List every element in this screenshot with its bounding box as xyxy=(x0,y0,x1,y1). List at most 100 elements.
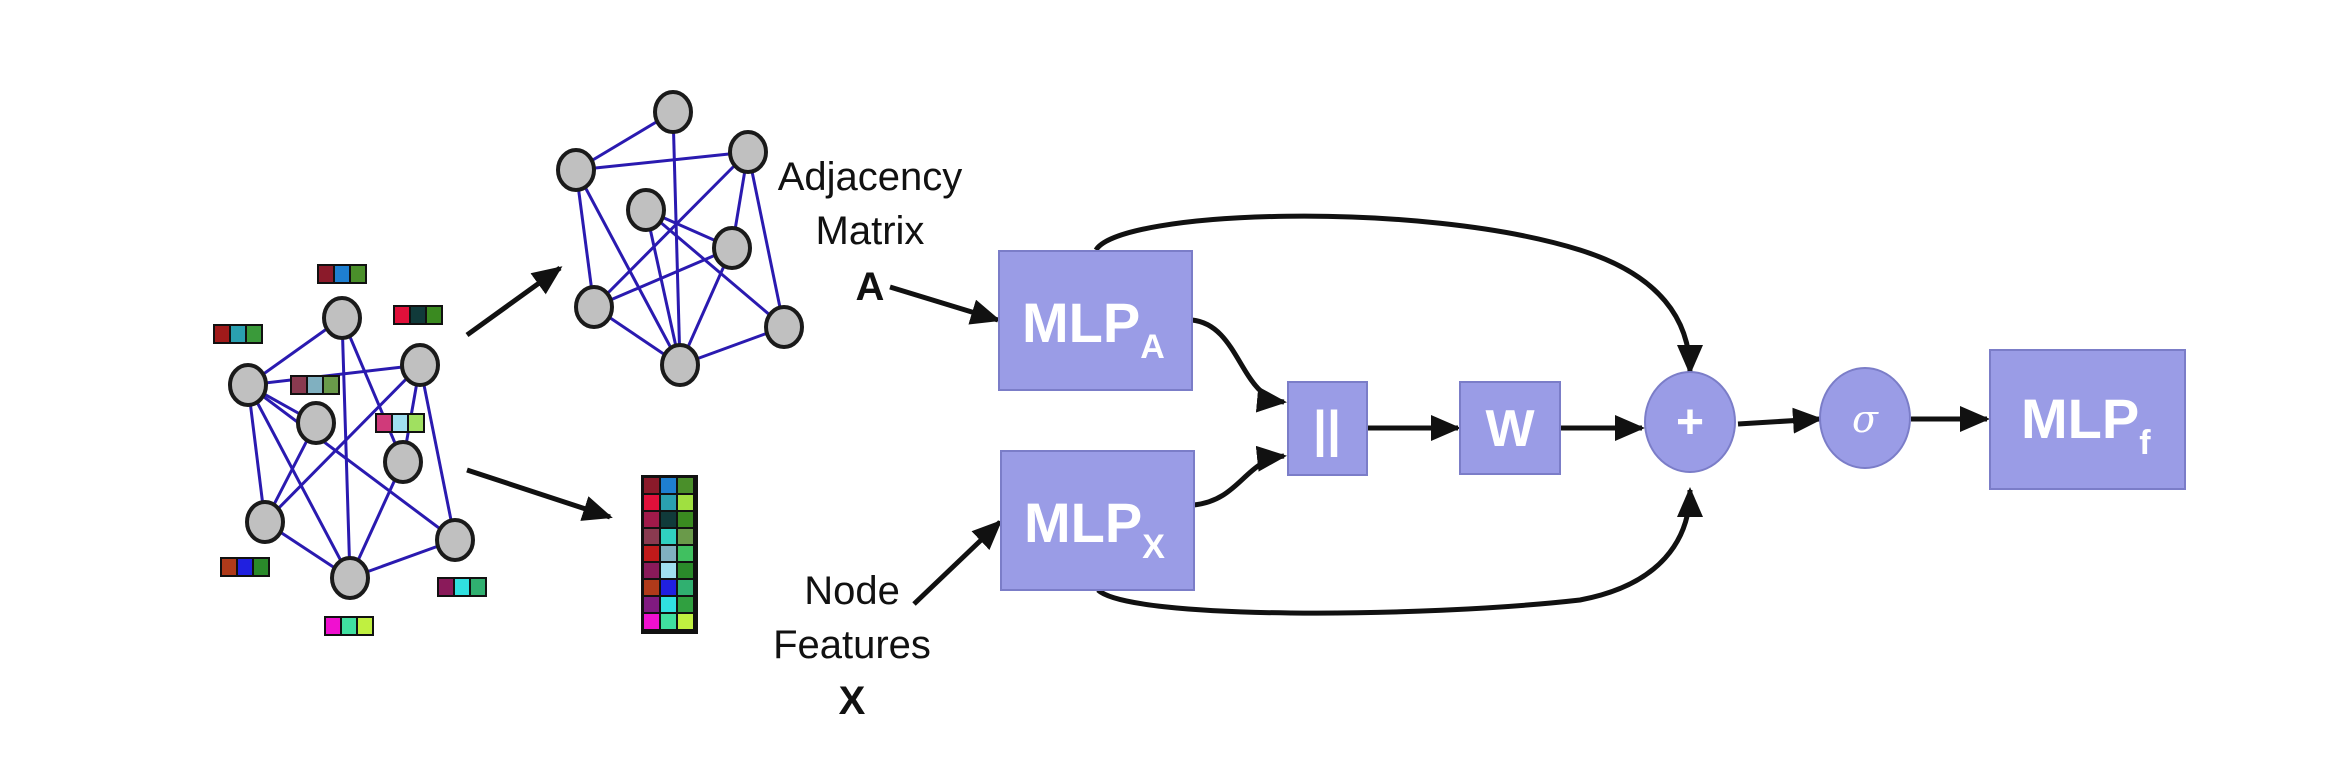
graph-node xyxy=(653,90,693,134)
mlp-x-block: MLPX xyxy=(1000,450,1195,591)
feature-matrix-cell xyxy=(644,580,659,595)
feature-cell xyxy=(409,305,427,325)
arrow-mlp-a-to-concat xyxy=(1191,317,1287,413)
graph-edge xyxy=(574,169,596,308)
graph-edge xyxy=(340,317,352,579)
adjacency-label-line2: Matrix xyxy=(816,209,925,253)
feature-cell xyxy=(236,557,254,577)
node-feature-vectors xyxy=(213,264,487,636)
feature-vector xyxy=(324,616,374,636)
feature-matrix-cell xyxy=(678,563,693,578)
feature-matrix-cell xyxy=(644,478,659,493)
feature-cell xyxy=(324,616,342,636)
feature-cell xyxy=(469,577,487,597)
arrow-features-to-mlp-x xyxy=(912,519,1003,606)
input-graph xyxy=(213,264,487,636)
weight-block: W xyxy=(1459,381,1561,475)
svg-text:MLPA: MLPA xyxy=(1022,291,1165,366)
graph-edge xyxy=(644,209,682,366)
feature-matrix-cell xyxy=(661,563,676,578)
svg-text:MLPX: MLPX xyxy=(1024,491,1165,566)
feature-cell xyxy=(356,616,374,636)
graph-edge xyxy=(247,383,456,542)
features-label-line1: Node xyxy=(804,569,900,613)
feature-matrix-cell xyxy=(644,563,659,578)
skip-arrow-mlp-a-to-sum xyxy=(1093,213,1703,375)
graph-node xyxy=(764,305,804,349)
feature-vector xyxy=(375,413,425,433)
graph-node xyxy=(245,500,285,544)
graph-edge xyxy=(418,364,457,541)
features-label-line2: Features xyxy=(773,623,931,667)
feature-matrix-cell xyxy=(678,580,693,595)
feature-vector xyxy=(437,577,487,597)
arrow-to-features xyxy=(466,467,613,521)
feature-matrix-cell xyxy=(661,529,676,544)
sigma-node: σ xyxy=(1819,367,1911,469)
feature-vector xyxy=(220,557,270,577)
feature-cell xyxy=(340,616,358,636)
weight-label: W xyxy=(1485,400,1535,458)
graph-node xyxy=(712,226,752,270)
graph-edge xyxy=(340,317,405,463)
feature-matrix-cell xyxy=(661,614,676,629)
feature-cell xyxy=(322,375,340,395)
adjacency-graph-nodes xyxy=(556,90,804,387)
feature-cell xyxy=(393,305,411,325)
feature-matrix-cell xyxy=(644,529,659,544)
graph-edge xyxy=(645,208,785,329)
feature-cell xyxy=(317,264,335,284)
graph-node xyxy=(574,285,614,329)
feature-matrix-cell xyxy=(661,495,676,510)
input-graph-nodes xyxy=(228,296,475,600)
arrow-mlp-x-to-concat xyxy=(1193,445,1287,508)
feature-matrix-cell xyxy=(678,597,693,612)
feature-matrix xyxy=(641,475,698,634)
graph-edge xyxy=(246,384,352,579)
adjacency-label-line1: Adjacency xyxy=(778,155,963,199)
graph-edge xyxy=(246,384,267,523)
graph-node xyxy=(400,343,440,387)
feature-matrix-cell xyxy=(678,529,693,544)
feature-matrix-cell xyxy=(661,478,676,493)
feature-matrix-cell xyxy=(678,495,693,510)
mlp-f-block: MLPf xyxy=(1989,349,2186,490)
feature-matrix-cell xyxy=(644,597,659,612)
mlp-a-subscript: A xyxy=(1140,328,1165,366)
feature-matrix-cell xyxy=(661,546,676,561)
feature-cell xyxy=(407,413,425,433)
sum-label: + xyxy=(1676,396,1704,449)
feature-cell xyxy=(213,324,231,344)
feature-matrix-cell xyxy=(644,614,659,629)
adjacency-graph xyxy=(556,90,804,387)
skip-arrow-mlp-x-to-sum xyxy=(1096,487,1703,616)
sigma-label: σ xyxy=(1852,397,1879,441)
feature-cell xyxy=(245,324,263,344)
mlp-f-label: MLP xyxy=(2021,387,2139,450)
feature-vector xyxy=(317,264,367,284)
feature-matrix-cell xyxy=(678,614,693,629)
arrow-sum-to-sigma xyxy=(1737,407,1823,434)
arrow-adjacency-to-mlp-a xyxy=(889,284,1001,325)
graph-node xyxy=(228,363,268,407)
graph-node xyxy=(556,148,596,192)
graph-node xyxy=(728,130,768,174)
feature-cell xyxy=(229,324,247,344)
graph-node xyxy=(383,440,423,484)
feature-matrix-cell xyxy=(644,512,659,527)
feature-matrix-cell xyxy=(644,495,659,510)
graph-edge xyxy=(746,151,786,328)
feature-matrix-cell xyxy=(678,478,693,493)
feature-cell xyxy=(425,305,443,325)
concat-block: || xyxy=(1287,381,1368,476)
feature-cell xyxy=(349,264,367,284)
graph-edge xyxy=(574,169,682,366)
mlp-x-label: MLP xyxy=(1024,491,1142,554)
mlp-x-subscript: X xyxy=(1142,528,1165,566)
feature-cell xyxy=(375,413,393,433)
graph-node xyxy=(626,188,666,232)
graph-edge xyxy=(263,363,422,524)
feature-cell xyxy=(453,577,471,597)
feature-matrix-cell xyxy=(678,546,693,561)
